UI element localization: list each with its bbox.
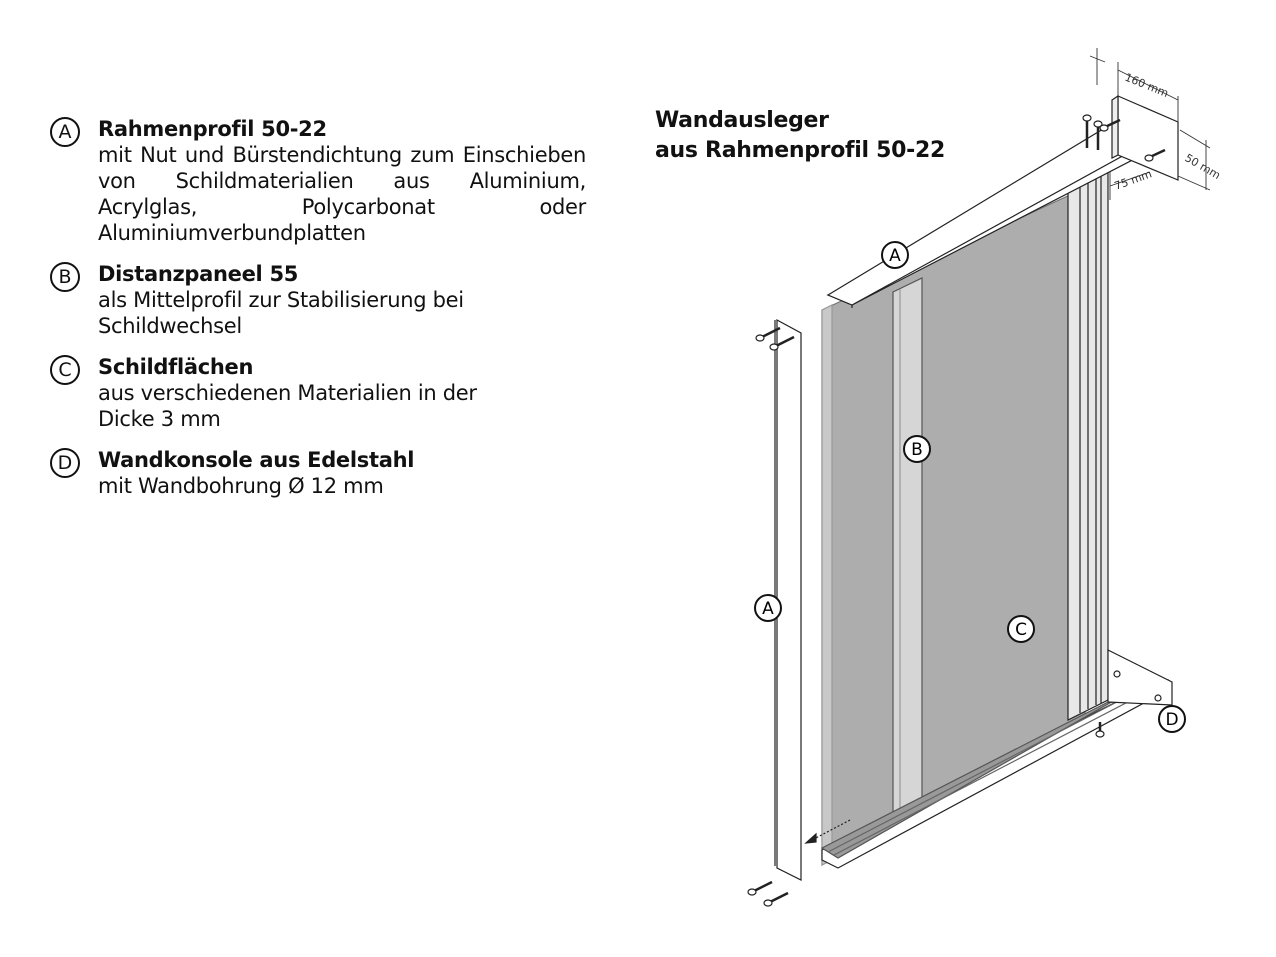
callout-a-top: A [881, 241, 909, 269]
legend: A Rahmenprofil 50-22 mit Nut und Bürsten… [50, 116, 610, 514]
legend-description: mit Wandbohrung Ø 12 mm [98, 474, 384, 498]
svg-text:A: A [889, 246, 901, 266]
dim-75: 75 mm [1113, 167, 1154, 193]
side-profile [776, 318, 802, 881]
insert-arrow [811, 819, 851, 841]
badge-c: C [50, 355, 80, 385]
diagram-title-line2: aus Rahmenprofil 50-22 [655, 138, 946, 163]
svg-text:B: B [911, 440, 923, 460]
screw-icon [1082, 114, 1166, 162]
legend-title: Schildflächen [98, 355, 254, 379]
screw-icon [747, 326, 795, 907]
legend-item-a: A Rahmenprofil 50-22 mit Nut und Bürsten… [50, 116, 610, 246]
callout-d: D [1158, 705, 1186, 733]
diagram-title-line1: Wandausleger [655, 108, 829, 133]
badge-b: B [50, 262, 80, 292]
svg-text:D: D [1165, 710, 1178, 730]
callout-b: B [903, 435, 931, 463]
legend-description: mit Nut und Bürstendichtung zum Einschie… [98, 143, 586, 245]
diagram-title: Wandausleger aus Rahmenprofil 50-22 [655, 106, 945, 166]
svg-text:C: C [1015, 620, 1027, 640]
legend-item-c: C Schildflächen aus verschiedenen Materi… [50, 354, 610, 432]
dim-50: 50 mm [1183, 151, 1223, 182]
badge-d: D [50, 448, 80, 478]
callout-c: C [1007, 615, 1035, 643]
legend-item-d: D Wandkonsole aus Edelstahl mit Wandbohr… [50, 447, 610, 499]
legend-title: Wandkonsole aus Edelstahl [98, 448, 415, 472]
legend-title: Rahmenprofil 50-22 [98, 117, 327, 141]
legend-description: als Mittelprofil zur Stabilisierung bei … [98, 288, 464, 338]
dim-160: 160 mm [1123, 71, 1170, 100]
legend-item-b: B Distanzpaneel 55 als Mittelprofil zur … [50, 261, 610, 339]
callout-a-side: A [754, 594, 782, 622]
dimension-lines [1089, 48, 1211, 200]
svg-text:A: A [762, 599, 774, 619]
badge-a: A [50, 117, 80, 147]
middle-profile [892, 277, 923, 834]
legend-title: Distanzpaneel 55 [98, 262, 299, 286]
arrow-head-icon [804, 832, 817, 844]
legend-description: aus verschiedenen Materialien in der Dic… [98, 381, 477, 431]
